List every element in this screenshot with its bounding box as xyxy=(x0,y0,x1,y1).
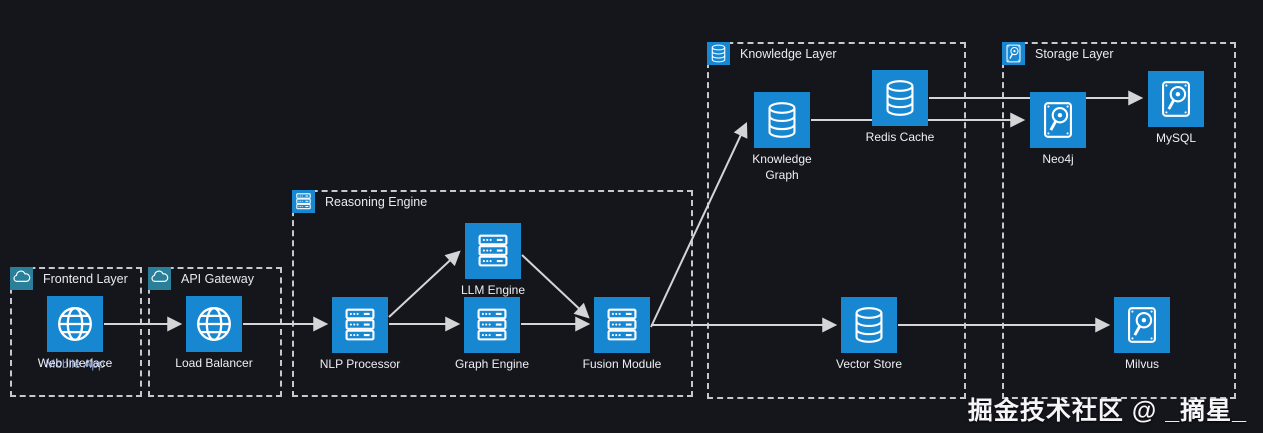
disk-icon[interactable] xyxy=(1030,92,1086,148)
disk-icon xyxy=(1002,42,1025,65)
globe-icon[interactable] xyxy=(186,296,242,352)
node-mysql[interactable]: MySQL xyxy=(1148,71,1204,145)
node-graph-engine-label: Graph Engine xyxy=(454,357,530,371)
knowledge-layer-container[interactable]: Knowledge Layer xyxy=(707,42,966,399)
frontend-layer-label: Frontend Layer xyxy=(43,271,128,286)
node-load-balancer[interactable]: Load Balancer xyxy=(175,296,253,370)
database-icon xyxy=(707,42,730,65)
reasoning-engine-header: Reasoning Engine xyxy=(292,190,427,213)
server-icon[interactable] xyxy=(594,297,650,353)
database-icon[interactable] xyxy=(872,70,928,126)
storage-layer-header: Storage Layer xyxy=(1002,42,1114,65)
globe-icon[interactable] xyxy=(47,296,103,352)
disk-icon[interactable] xyxy=(1114,297,1170,353)
server-icon[interactable] xyxy=(465,223,521,279)
disk-icon[interactable] xyxy=(1148,71,1204,127)
node-knowledge-graph[interactable]: Knowledge Graph xyxy=(752,92,812,182)
cloud-icon xyxy=(148,267,171,290)
node-milvus-label: Milvus xyxy=(1124,357,1160,371)
api-gateway-label: API Gateway xyxy=(181,271,254,286)
reasoning-engine-label: Reasoning Engine xyxy=(325,194,428,209)
node-load-balancer-label: Load Balancer xyxy=(175,356,253,370)
cloud-icon xyxy=(10,267,33,290)
database-icon[interactable] xyxy=(841,297,897,353)
reasoning-engine-container[interactable]: Reasoning Engine xyxy=(292,190,693,397)
node-mysql-label: MySQL xyxy=(1155,131,1197,145)
server-icon[interactable] xyxy=(464,297,520,353)
node-redis-cache[interactable]: Redis Cache xyxy=(866,70,934,144)
node-neo4j-label: Neo4j xyxy=(1042,152,1074,166)
knowledge-layer-header: Knowledge Layer xyxy=(707,42,837,65)
mobile-app-ghost-label: Mobile App xyxy=(45,357,105,371)
database-icon[interactable] xyxy=(754,92,810,148)
node-llm-engine-label: LLM Engine xyxy=(460,283,526,297)
frontend-layer-container[interactable]: Frontend Layer xyxy=(10,267,142,397)
web-interface-label: Web Interface xyxy=(37,356,113,370)
frontend-layer-header: Frontend Layer xyxy=(10,267,128,290)
edge-nlp-to-llm xyxy=(388,250,461,318)
edge-fusion-to-knowledgegraph xyxy=(650,121,748,328)
node-nlp-processor-label: NLP Processor xyxy=(319,357,401,371)
node-vector-store[interactable]: Vector Store xyxy=(836,297,902,371)
node-knowledge-graph-label: Knowledge Graph xyxy=(752,152,812,182)
node-redis-cache-label: Redis Cache xyxy=(865,130,935,144)
node-vector-store-label: Vector Store xyxy=(835,357,903,371)
node-neo4j[interactable]: Neo4j xyxy=(1030,92,1086,166)
knowledge-layer-label: Knowledge Layer xyxy=(740,46,837,61)
watermark-text: 掘金技术社区 @ _摘星_ xyxy=(967,397,1247,425)
api-gateway-container[interactable]: API Gateway xyxy=(148,267,282,397)
node-milvus[interactable]: Milvus xyxy=(1114,297,1170,371)
edge-llm-to-fusion xyxy=(521,254,590,319)
node-fusion-module[interactable]: Fusion Module xyxy=(583,297,661,371)
server-icon[interactable] xyxy=(332,297,388,353)
node-fusion-module-label: Fusion Module xyxy=(582,357,662,371)
node-nlp-processor[interactable]: NLP Processor xyxy=(320,297,400,371)
api-gateway-header: API Gateway xyxy=(148,267,254,290)
server-icon xyxy=(292,190,315,213)
node-web-interface[interactable]: Mobile App Web Interface xyxy=(38,296,112,371)
node-llm-engine[interactable]: LLM Engine xyxy=(461,223,525,297)
node-graph-engine[interactable]: Graph Engine xyxy=(455,297,529,371)
storage-layer-label: Storage Layer xyxy=(1035,46,1114,61)
storage-layer-container[interactable]: Storage Layer xyxy=(1002,42,1236,399)
